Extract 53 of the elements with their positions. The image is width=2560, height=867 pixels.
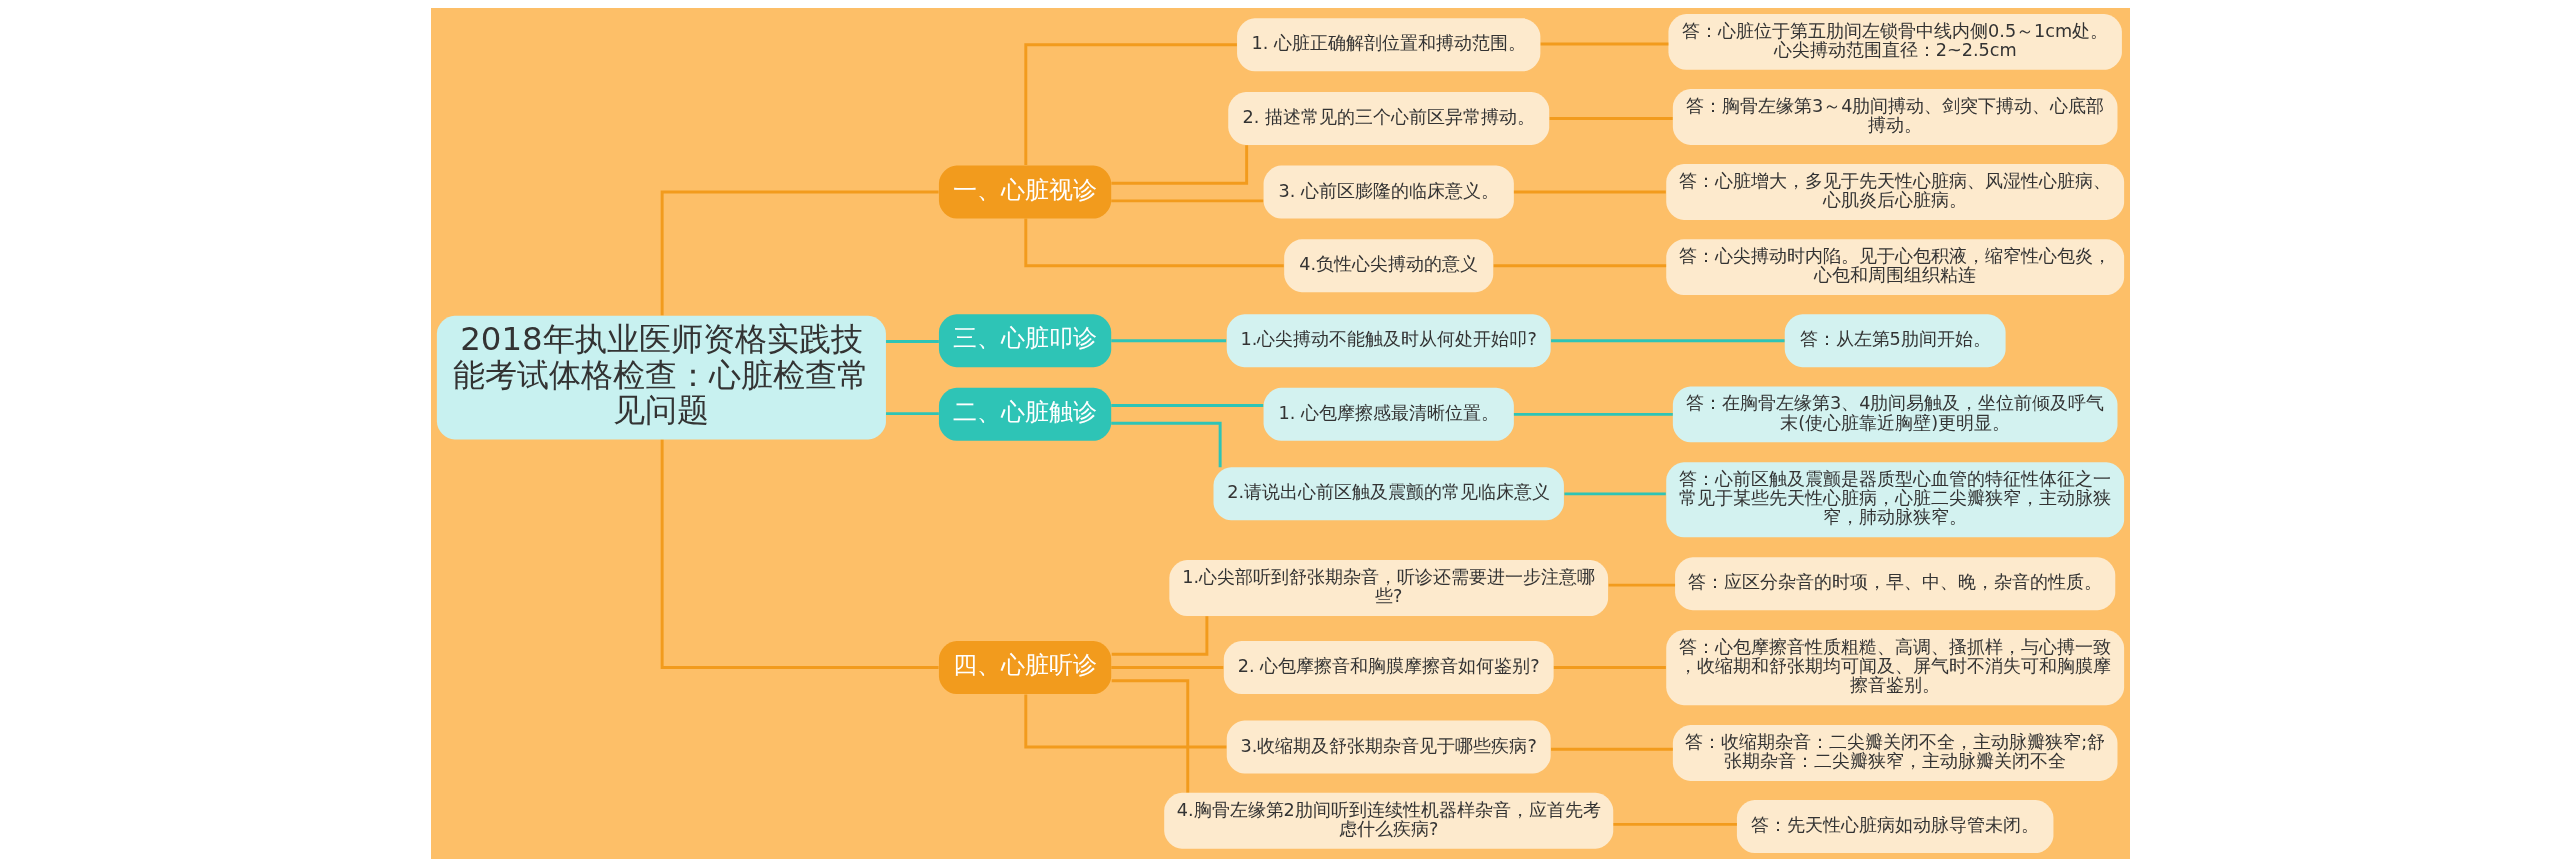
connector	[1493, 264, 1666, 268]
connector	[1553, 666, 1666, 670]
node-box: 1.心尖搏动不能触及时从何处开始叩?	[1226, 314, 1551, 368]
node-box: 答：应区分杂音的时项，早、中、晚，杂音的性质。	[1674, 557, 2115, 611]
connector	[660, 439, 939, 670]
node-box: 1. 心脏正确解剖位置和搏动范围。	[1236, 18, 1540, 72]
connector	[1550, 747, 1673, 751]
node-box: 4.胸骨左缘第2肋间听到连续性机器样杂音，应首先考虑什么疾病?	[1163, 792, 1613, 849]
connector	[1023, 43, 1237, 166]
connector	[1513, 412, 1673, 416]
node-box: 答：胸骨左缘第3～4肋间搏动、剑突下搏动、心底部搏动。	[1672, 89, 2117, 145]
connector	[885, 340, 939, 343]
connector	[660, 190, 939, 316]
connector	[1111, 616, 1208, 656]
node-box: 3.收缩期及舒张期杂音见于哪些疾病?	[1226, 720, 1551, 774]
connector	[1110, 339, 1226, 343]
node-box: 答：心包摩擦音性质粗糙、高调、搔抓样，与心搏一致，收缩期和舒张期均可闻及、屏气时不消失可和胸膜摩擦音鉴别。	[1665, 630, 2124, 706]
node-box: 答：从左第5肋间开始。	[1784, 314, 2006, 368]
connector	[1023, 218, 1284, 268]
connector	[1023, 694, 1226, 749]
node-box: 答：在胸骨左缘第3、4肋间易触及，坐位前倾及呼气末(使心脏靠近胸壁)更明显。	[1672, 386, 2117, 443]
connector	[1513, 190, 1666, 194]
node-box: 2018年执业医师资格实践技能考试体格检查：心脏检查常见问题	[436, 315, 886, 440]
node-box: 三、心脏叩诊	[938, 314, 1111, 368]
node-box: 4.负性心尖搏动的意义	[1283, 239, 1493, 293]
node-box: 答：心前区触及震颤是器质型心血管的特征性体征之一常见于某些先天性心脏病，心脏二尖瓣狭窄，主动脉狭窄，肺动脉狭窄。	[1665, 462, 2124, 538]
connector	[1612, 822, 1737, 826]
connector	[1110, 666, 1223, 670]
node-box: 答：心脏增大，多见于先天性心脏病、风湿性心脏病、心肌炎后心脏病。	[1665, 164, 2124, 220]
node-box: 3. 心前区膨隆的临床意义。	[1263, 165, 1514, 219]
node-box: 答：先天性心脏病如动脉导管未闭。	[1736, 800, 2053, 854]
connector	[1563, 492, 1666, 496]
node-box: 2. 心包摩擦音和胸膜摩擦音如何鉴别?	[1223, 641, 1554, 695]
node-box: 二、心脏触诊	[938, 387, 1111, 441]
node-box: 答：心脏位于第五肋间左锁骨中线内侧0.5～1cm处。心尖搏动范围直径：2~2.5cm	[1667, 13, 2122, 70]
node-box: 2.请说出心前区触及震颤的常见临床意义	[1213, 467, 1564, 521]
node-box: 2. 描述常见的三个心前区异常搏动。	[1227, 91, 1549, 145]
node-box: 答：收缩期杂音：二尖瓣关闭不全，主动脉瓣狭窄;舒张期杂音：二尖瓣狭窄，主动脉瓣关闭不全	[1672, 725, 2117, 781]
connector	[1110, 199, 1263, 203]
node-box: 一、心脏视诊	[938, 165, 1111, 219]
connector	[1110, 404, 1263, 407]
node-box: 1. 心包摩擦感最清晰位置。	[1263, 387, 1514, 441]
connector	[1111, 679, 1189, 793]
node-box: 四、心脏听诊	[938, 641, 1111, 695]
connector	[1110, 145, 1248, 185]
connector	[1540, 42, 1668, 46]
connector	[1608, 583, 1675, 587]
node-box: 1.心尖部听到舒张期杂音，听诊还需要进一步注意哪些?	[1168, 560, 1608, 617]
connector	[1550, 339, 1785, 343]
connector	[1110, 421, 1222, 468]
connector	[1549, 116, 1673, 120]
node-box: 答：心尖搏动时内陷。见于心包积液，缩窄性心包炎，心包和周围组织粘连	[1665, 239, 2124, 296]
connector	[885, 412, 939, 416]
